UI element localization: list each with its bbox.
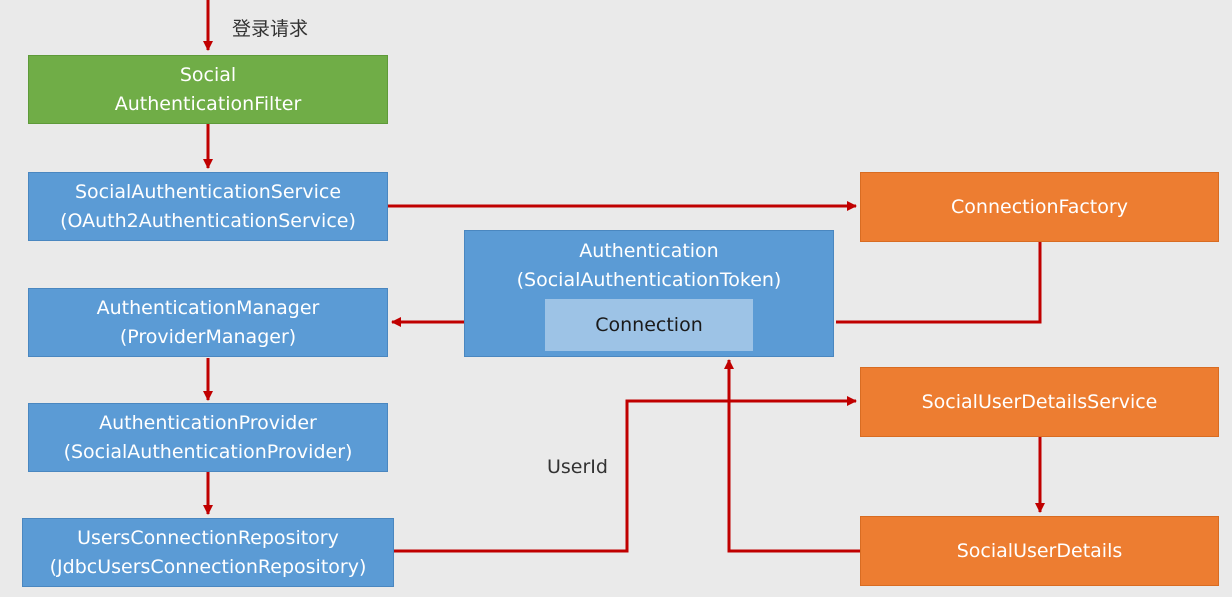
arrow-user-details-to-authentication xyxy=(724,359,860,553)
arrow-repository-to-user-details-service xyxy=(394,396,857,553)
social-authentication-filter-line2: AuthenticationFilter xyxy=(114,92,302,115)
authentication-line1: Authentication xyxy=(579,240,719,262)
users-connection-repository-line2: (JdbcUsersConnectionRepository) xyxy=(49,555,367,578)
connection-factory-label: ConnectionFactory xyxy=(951,195,1128,218)
userid-edge-label: UserId xyxy=(547,456,608,478)
authentication-manager-line1: AuthenticationManager xyxy=(96,296,320,319)
authentication-manager-line2: (ProviderManager) xyxy=(119,325,297,348)
social-authentication-filter-line1: Social xyxy=(179,63,237,86)
social-authentication-service-box: SocialAuthenticationService (OAuth2Authe… xyxy=(28,172,388,241)
arrow-connection-factory-to-authentication xyxy=(836,242,1042,324)
authentication-provider-line1: AuthenticationProvider xyxy=(99,411,317,434)
authentication-line2: (SocialAuthenticationToken) xyxy=(516,269,782,291)
login-request-label: 登录请求 xyxy=(232,18,309,40)
authentication-provider-box: AuthenticationProvider (SocialAuthentica… xyxy=(28,403,388,472)
social-authentication-service-line1: SocialAuthenticationService xyxy=(74,180,342,203)
social-authentication-service-line2: (OAuth2AuthenticationService) xyxy=(60,209,356,232)
social-user-details-label: SocialUserDetails xyxy=(956,539,1123,562)
social-user-details-box: SocialUserDetails xyxy=(860,516,1219,586)
social-user-details-service-box: SocialUserDetailsService xyxy=(860,367,1219,437)
social-authentication-filter-box: Social AuthenticationFilter xyxy=(28,55,388,124)
users-connection-repository-line1: UsersConnectionRepository xyxy=(77,526,339,549)
connection-box: Connection xyxy=(545,299,753,351)
authentication-provider-line2: (SocialAuthenticationProvider) xyxy=(63,440,353,463)
authentication-manager-box: AuthenticationManager (ProviderManager) xyxy=(28,288,388,357)
connection-factory-box: ConnectionFactory xyxy=(860,172,1219,242)
users-connection-repository-box: UsersConnectionRepository (JdbcUsersConn… xyxy=(22,518,394,587)
social-user-details-service-label: SocialUserDetailsService xyxy=(921,390,1158,413)
